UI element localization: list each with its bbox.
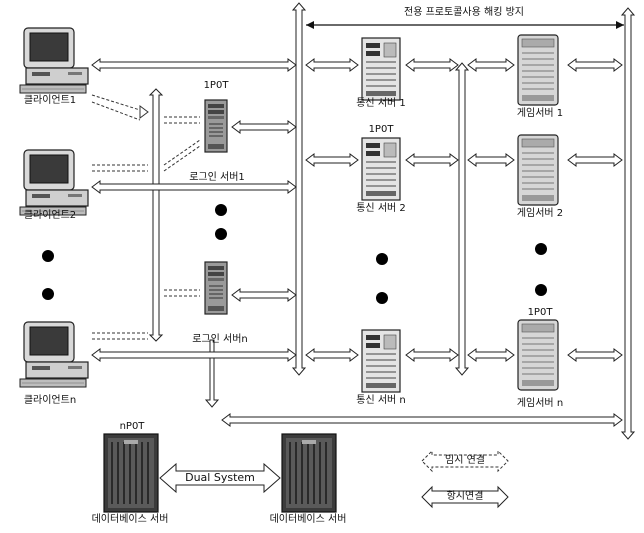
comm-1pot-tag: 1P0T bbox=[368, 124, 394, 135]
game-ellipsis-dot bbox=[535, 243, 547, 255]
backbone-bus bbox=[291, 2, 307, 376]
game-server-n-icon bbox=[517, 319, 559, 391]
login-ellipsis-dot bbox=[215, 228, 227, 240]
game-ellipsis-dot bbox=[535, 284, 547, 296]
game-server-1-icon bbox=[517, 34, 559, 106]
login-server-n-icon bbox=[204, 261, 228, 315]
comm-ellipsis-dot bbox=[376, 253, 388, 265]
login-server-n-label: 로그인 서버n bbox=[192, 334, 248, 345]
client-ellipsis-dot bbox=[42, 288, 54, 300]
legend-temporary-arrow bbox=[421, 449, 509, 473]
comm-game-bus bbox=[454, 62, 470, 376]
legend-permanent-arrow bbox=[421, 485, 509, 509]
db-server-1-label: 데이터베이스 서버 bbox=[91, 514, 169, 525]
permanent-links bbox=[91, 58, 623, 494]
comm-server-n-label: 통신 서버 n bbox=[356, 395, 406, 406]
dual-system-label: Dual System bbox=[185, 471, 255, 484]
comm-server-n-icon bbox=[361, 329, 401, 393]
comm-server-2-label: 통신 서버 2 bbox=[356, 203, 406, 214]
comm-ellipsis-dot bbox=[376, 292, 388, 304]
db-server-2-icon bbox=[281, 433, 337, 513]
comm-server-1-icon bbox=[361, 37, 401, 101]
temporary-links bbox=[91, 94, 201, 340]
legend bbox=[421, 449, 509, 509]
login-server-1-icon bbox=[204, 99, 228, 153]
legend-permanent-label: 항시연결 bbox=[446, 491, 484, 502]
top-banner-label: 전용 프로토콜사용 해킹 방지 bbox=[404, 7, 524, 18]
client-bus bbox=[148, 88, 164, 342]
login-server-1-label: 로그인 서버1 bbox=[189, 172, 245, 183]
client-1-pc-icon bbox=[19, 27, 89, 94]
vertical-bus-bars bbox=[148, 2, 636, 440]
client-2-pc-icon bbox=[19, 149, 89, 216]
comm-server-1-label: 통신 서버 1 bbox=[356, 98, 406, 109]
client-n-label: 클라이언트n bbox=[23, 395, 77, 406]
login-ellipsis-dot bbox=[215, 204, 227, 216]
client-2-label: 클라이언트2 bbox=[23, 210, 77, 221]
game-server-2-icon bbox=[517, 134, 559, 206]
db-server-1-icon bbox=[103, 433, 159, 513]
top-banner-arrow bbox=[306, 21, 624, 29]
client-ellipsis-dot bbox=[42, 250, 54, 262]
right-edge-bus bbox=[620, 7, 636, 440]
login-1pot-tag: 1P0T bbox=[203, 80, 229, 91]
game-server-n-label: 게임서버 n bbox=[516, 398, 564, 409]
db-server-2-label: 데이터베이스 서버 bbox=[269, 514, 347, 525]
db-drop-bus bbox=[204, 339, 220, 408]
client-1-label: 클라이언트1 bbox=[23, 95, 77, 106]
client-n-pc-icon bbox=[19, 321, 89, 388]
legend-temporary-label: 임시 연결 bbox=[445, 455, 485, 466]
comm-server-2-icon bbox=[361, 137, 401, 201]
game-1pot-tag: 1P0T bbox=[527, 307, 553, 318]
game-server-2-label: 게임서버 2 bbox=[516, 208, 564, 219]
game-server-1-label: 게임서버 1 bbox=[516, 108, 564, 119]
dual-system-arrow bbox=[159, 462, 281, 494]
db-npot-tag: nP0T bbox=[119, 421, 145, 432]
